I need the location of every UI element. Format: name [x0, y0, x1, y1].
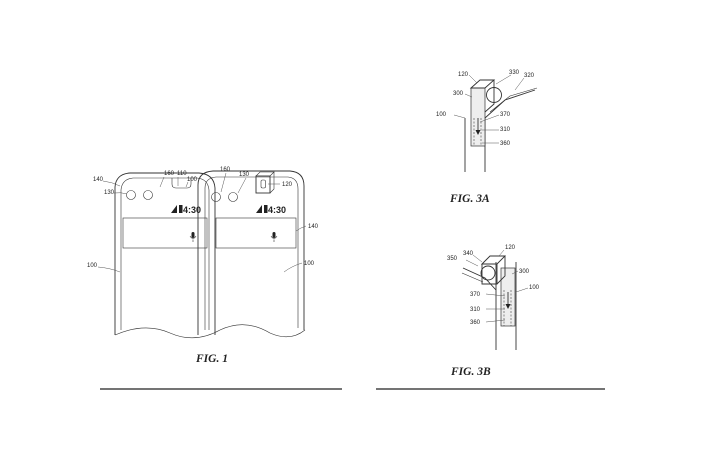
camera-lens-icon — [480, 265, 496, 281]
rear-phone-notification-bar — [215, 217, 297, 249]
battery-icon — [264, 205, 268, 213]
ref-label: 100 — [87, 263, 98, 269]
popup-camera-icon — [255, 171, 275, 194]
ref-label: 360 — [500, 141, 511, 147]
fig3a-drawing: 120 330 320 300 100 370 310 360 FIG. 3A — [436, 70, 538, 205]
ref-label: 160 — [220, 167, 231, 173]
ref-label: 130 — [104, 190, 115, 196]
ref-label: 300 — [519, 269, 530, 275]
front-phone-clock: 4:30 — [183, 205, 201, 215]
microphone-icon — [189, 232, 197, 242]
ref-label: 110 — [177, 171, 187, 177]
ref-label: 120 — [505, 245, 516, 251]
ref-label: 360 — [470, 320, 481, 326]
ref-label: 340 — [463, 251, 474, 257]
front-phone-sensor — [143, 190, 153, 200]
rear-phone-sensor — [228, 192, 238, 202]
fig1-break-line — [114, 324, 306, 339]
ref-label: 330 — [509, 70, 520, 76]
ref-label: 100 — [436, 112, 447, 118]
rear-phone-clock: 4:30 — [268, 205, 286, 215]
ref-label: 370 — [500, 112, 511, 118]
battery-icon — [179, 205, 183, 213]
ref-label: 100 — [529, 285, 540, 291]
fig3b-drawing: 120 340 350 300 100 370 310 360 FIG. 3B — [447, 245, 540, 378]
ref-label: 310 — [470, 307, 481, 313]
ref-label: 300 — [453, 91, 464, 97]
ref-label: 310 — [500, 127, 511, 133]
ref-label: 100 — [304, 261, 315, 267]
fig3b-caption: FIG. 3B — [450, 366, 491, 378]
ref-label: 140 — [93, 177, 104, 183]
ref-label: 320 — [524, 73, 535, 79]
ref-label: 120 — [282, 182, 293, 188]
ref-label: 370 — [470, 292, 481, 298]
camera-lens-icon — [486, 87, 502, 103]
ref-label: 130 — [239, 172, 250, 178]
ref-label: 100 — [187, 177, 198, 183]
rear-phone-camera-hole — [211, 192, 221, 202]
ref-label: 160 — [164, 171, 175, 177]
fig1-caption: FIG. 1 — [195, 353, 228, 365]
front-phone: 4:30 — [114, 172, 216, 335]
ref-label: 140 — [308, 224, 319, 230]
front-phone-camera — [126, 190, 136, 200]
fig3a-caption: FIG. 3A — [449, 193, 490, 205]
signal-icon — [256, 205, 262, 213]
fig1-drawing: 4:30 4:30 — [87, 167, 319, 365]
signal-icon — [171, 205, 177, 213]
front-phone-notification-bar — [122, 217, 208, 249]
ref-label: 350 — [447, 256, 458, 262]
ref-label: 120 — [458, 72, 469, 78]
microphone-icon — [270, 232, 278, 242]
rear-phone: 4:30 — [197, 170, 305, 335]
